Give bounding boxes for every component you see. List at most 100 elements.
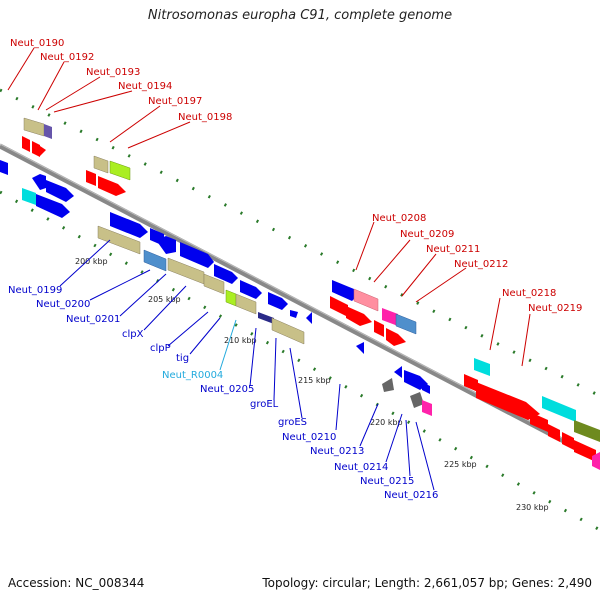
gene-red-i[interactable] bbox=[530, 412, 548, 432]
gene-label-neut-0197[interactable]: Neut_0197 bbox=[148, 96, 202, 107]
gene-red-l[interactable] bbox=[574, 440, 596, 462]
gene-neut-0205[interactable] bbox=[235, 293, 257, 315]
gene-blue-b3[interactable] bbox=[156, 236, 176, 254]
gene-label-neut-r0004[interactable]: Neut_R0004 bbox=[162, 370, 223, 381]
gene-neut-0215[interactable] bbox=[382, 378, 394, 392]
gene-blue-a2[interactable] bbox=[46, 180, 74, 202]
gene-neut-0219[interactable] bbox=[476, 382, 540, 420]
callout-line bbox=[415, 421, 435, 491]
gene-neut-0200[interactable] bbox=[97, 225, 141, 255]
gene-red-f[interactable] bbox=[374, 320, 384, 337]
gene-label-tig[interactable]: tig bbox=[176, 353, 189, 364]
gene-red-g[interactable] bbox=[386, 328, 406, 346]
gene-label-neut-0205[interactable]: Neut_0205 bbox=[200, 384, 254, 395]
gene-label-neut-0209[interactable]: Neut_0209 bbox=[400, 229, 454, 240]
gene-blue-tiny[interactable] bbox=[306, 312, 312, 324]
gene-clpp[interactable] bbox=[203, 273, 225, 295]
callout-line bbox=[127, 121, 191, 149]
gene-neut-0208[interactable] bbox=[332, 280, 356, 301]
gene-red-k[interactable] bbox=[562, 432, 574, 450]
callout-line bbox=[7, 47, 35, 91]
gene-magenta-c[interactable] bbox=[592, 452, 600, 470]
callout-line bbox=[37, 61, 65, 111]
gene-neut-0194[interactable] bbox=[32, 141, 40, 157]
kbp-tick-label: 200 kbp bbox=[75, 257, 108, 266]
gene-blue-c2[interactable] bbox=[214, 264, 238, 284]
gene-neut-0198[interactable] bbox=[109, 160, 131, 181]
gene-label-clpp[interactable]: clpP bbox=[150, 343, 171, 354]
gene-neut-0193[interactable] bbox=[44, 124, 52, 139]
gene-neut-0190[interactable] bbox=[22, 136, 30, 152]
gene-label-neut-0194[interactable]: Neut_0194 bbox=[118, 81, 172, 92]
gene-red-small-a[interactable] bbox=[40, 146, 46, 156]
gene-label-neut-0214[interactable]: Neut_0214 bbox=[334, 462, 388, 473]
gene-cyan-b[interactable] bbox=[542, 396, 576, 422]
callout-line bbox=[119, 273, 167, 317]
kbp-tick-label: 205 kbp bbox=[148, 295, 181, 304]
gene-label-neut-0190[interactable]: Neut_0190 bbox=[10, 38, 64, 49]
callout-line bbox=[401, 253, 437, 297]
gene-neut-0201[interactable] bbox=[143, 249, 167, 272]
gene-cyan-a[interactable] bbox=[22, 188, 36, 205]
gene-label-neut-0208[interactable]: Neut_0208 bbox=[372, 213, 426, 224]
gene-neut-0210[interactable] bbox=[394, 366, 402, 378]
gene-blue-a1[interactable] bbox=[32, 174, 46, 190]
gene-label-groel[interactable]: groEL bbox=[250, 399, 279, 410]
callout-line bbox=[385, 413, 403, 463]
gene-label-neut-0199[interactable]: Neut_0199 bbox=[8, 285, 62, 296]
gene-label-neut-0192[interactable]: Neut_0192 bbox=[40, 52, 94, 63]
gene-blue-far-left[interactable] bbox=[0, 160, 8, 175]
gene-neut-0218[interactable] bbox=[474, 358, 490, 376]
callout-line bbox=[167, 311, 209, 347]
callout-line bbox=[373, 239, 411, 283]
gene-label-neut-0218[interactable]: Neut_0218 bbox=[502, 288, 556, 299]
map-title: Nitrosomonas europha C91, complete genom… bbox=[147, 8, 453, 23]
gene-label-neut-0213[interactable]: Neut_0213 bbox=[310, 446, 364, 457]
gene-groes[interactable] bbox=[356, 342, 364, 354]
gene-label-neut-0210[interactable]: Neut_0210 bbox=[282, 432, 336, 443]
callout-line bbox=[53, 90, 133, 113]
gene-label-groes[interactable]: groES bbox=[278, 417, 307, 428]
callout-line bbox=[45, 76, 101, 111]
kbp-tick-label: 230 kbp bbox=[516, 503, 549, 512]
gene-olive[interactable] bbox=[574, 420, 600, 442]
callout-line bbox=[219, 319, 237, 371]
gene-blue-c4[interactable] bbox=[268, 292, 288, 310]
gene-red-h[interactable] bbox=[464, 374, 478, 392]
gene-neut-0214[interactable] bbox=[422, 382, 430, 394]
gene-red-c[interactable] bbox=[98, 176, 126, 196]
gene-tig[interactable] bbox=[225, 289, 237, 307]
gene-blue-c3[interactable] bbox=[240, 280, 262, 299]
gene-red-e[interactable] bbox=[346, 306, 372, 326]
gene-neut-0216[interactable] bbox=[410, 392, 424, 408]
gene-magenta-b[interactable] bbox=[422, 400, 432, 416]
gene-red-d[interactable] bbox=[330, 296, 348, 317]
gene-neut-0199[interactable] bbox=[110, 212, 148, 238]
gene-neut-0212[interactable] bbox=[395, 313, 417, 335]
gene-neut-0211[interactable] bbox=[382, 308, 398, 326]
gene-label-neut-0200[interactable]: Neut_0200 bbox=[36, 299, 90, 310]
gene-neut-0197[interactable] bbox=[93, 155, 109, 174]
gene-neut-r0004[interactable] bbox=[258, 312, 274, 324]
gene-label-clpx[interactable]: clpX bbox=[122, 329, 144, 340]
gene-label-neut-0211[interactable]: Neut_0211 bbox=[426, 244, 480, 255]
gene-blue-a3[interactable] bbox=[36, 194, 70, 218]
gene-label-neut-0219[interactable]: Neut_0219 bbox=[528, 303, 582, 314]
gene-label-neut-0193[interactable]: Neut_0193 bbox=[86, 67, 140, 78]
callout-line bbox=[273, 337, 277, 401]
gene-label-neut-0201[interactable]: Neut_0201 bbox=[66, 314, 120, 325]
gene-groel[interactable] bbox=[271, 317, 305, 345]
gene-red-b[interactable] bbox=[86, 170, 96, 186]
gene-red-j[interactable] bbox=[548, 424, 560, 442]
callout-line bbox=[489, 297, 501, 351]
gene-neut-0192[interactable] bbox=[23, 117, 45, 137]
gene-label-neut-0215[interactable]: Neut_0215 bbox=[360, 476, 414, 487]
gene-label-neut-0198[interactable]: Neut_0198 bbox=[178, 112, 232, 123]
callout-line bbox=[89, 269, 151, 301]
gene-label-neut-0212[interactable]: Neut_0212 bbox=[454, 259, 508, 270]
gene-blue-c1[interactable] bbox=[180, 242, 214, 268]
gene-label-neut-0216[interactable]: Neut_0216 bbox=[384, 490, 438, 501]
gene-blue-c5[interactable] bbox=[290, 310, 298, 318]
gene-neut-0209[interactable] bbox=[353, 288, 379, 312]
